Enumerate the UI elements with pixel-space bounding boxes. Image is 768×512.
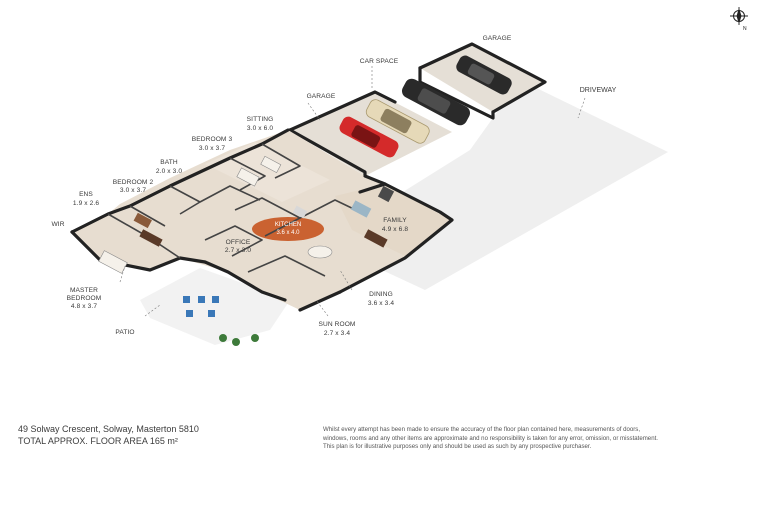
label-driveway: DRIVEWAY [580, 87, 617, 94]
garage-back [418, 42, 547, 120]
car-icon [339, 116, 399, 158]
label-office: OFFICE [226, 239, 251, 246]
label-family: FAMILY [383, 217, 407, 224]
label-kitchen: KITCHEN [275, 222, 301, 228]
disclaimer-line-1: Whilst every attempt has been made to en… [323, 426, 641, 433]
label-leaders [119, 66, 586, 317]
label-bath-size: 2.0 x 3.0 [156, 168, 182, 175]
compass-icon: N [730, 7, 748, 32]
house-walls [70, 128, 454, 312]
kitchen-floor [252, 217, 324, 241]
label-garage-front: GARAGE [307, 93, 336, 100]
floor-area: TOTAL APPROX. FLOOR AREA 165 m² [18, 436, 178, 446]
label-master-1: MASTER [70, 287, 98, 294]
property-info: 49 Solway Crescent, Solway, Masterton 58… [18, 423, 199, 447]
label-bedroom2-size: 3.0 x 3.7 [120, 187, 146, 194]
label-sunroom-size: 2.7 x 3.4 [324, 330, 350, 337]
label-bath: BATH [160, 159, 178, 166]
car-space-car [401, 78, 471, 126]
label-wir: WIR [51, 221, 64, 228]
house-floor [72, 130, 452, 310]
label-bedroom3: BEDROOM 3 [192, 136, 233, 143]
disclaimer: Whilst every attempt has been made to en… [323, 426, 763, 452]
label-dining: DINING [369, 291, 393, 298]
furniture [98, 155, 395, 317]
floor-plan: N GARAGE CAR SPACE DRIVEWAY GARAGE SITTI… [51, 7, 748, 346]
label-bedroom3-size: 3.0 x 3.7 [199, 145, 225, 152]
label-ens-size: 1.9 x 2.6 [73, 200, 99, 207]
label-master-size: 4.8 x 3.7 [71, 303, 97, 310]
disclaimer-line-2: windows, rooms and any other items are a… [323, 434, 658, 442]
label-master-2: BEDROOM [67, 295, 102, 302]
label-patio: PATIO [115, 329, 134, 336]
property-address: 49 Solway Crescent, Solway, Masterton 58… [18, 424, 199, 434]
compass-label: N [743, 26, 747, 32]
label-sunroom: SUN ROOM [318, 321, 355, 328]
label-car-space: CAR SPACE [360, 58, 399, 65]
disclaimer-line-3: This plan is for illustrative purposes o… [323, 443, 592, 450]
label-sitting: SITTING [247, 116, 274, 123]
driveway-area [382, 80, 668, 290]
label-garage-back: GARAGE [483, 35, 512, 42]
garage-front [288, 90, 452, 182]
label-bedroom2: BEDROOM 2 [113, 179, 154, 186]
label-ens: ENS [79, 191, 93, 198]
plants [219, 334, 259, 346]
label-dining-size: 3.6 x 3.4 [368, 300, 394, 307]
label-family-size: 4.9 x 6.8 [382, 226, 408, 233]
car-icon [365, 99, 430, 144]
label-kitchen-size: 3.6 x 4.0 [276, 230, 300, 236]
label-office-size: 2.7 x 3.0 [225, 247, 251, 254]
label-sitting-size: 3.0 x 6.0 [247, 125, 273, 132]
car-icon [456, 55, 512, 95]
room-labels: GARAGE CAR SPACE DRIVEWAY GARAGE SITTING… [51, 35, 616, 337]
